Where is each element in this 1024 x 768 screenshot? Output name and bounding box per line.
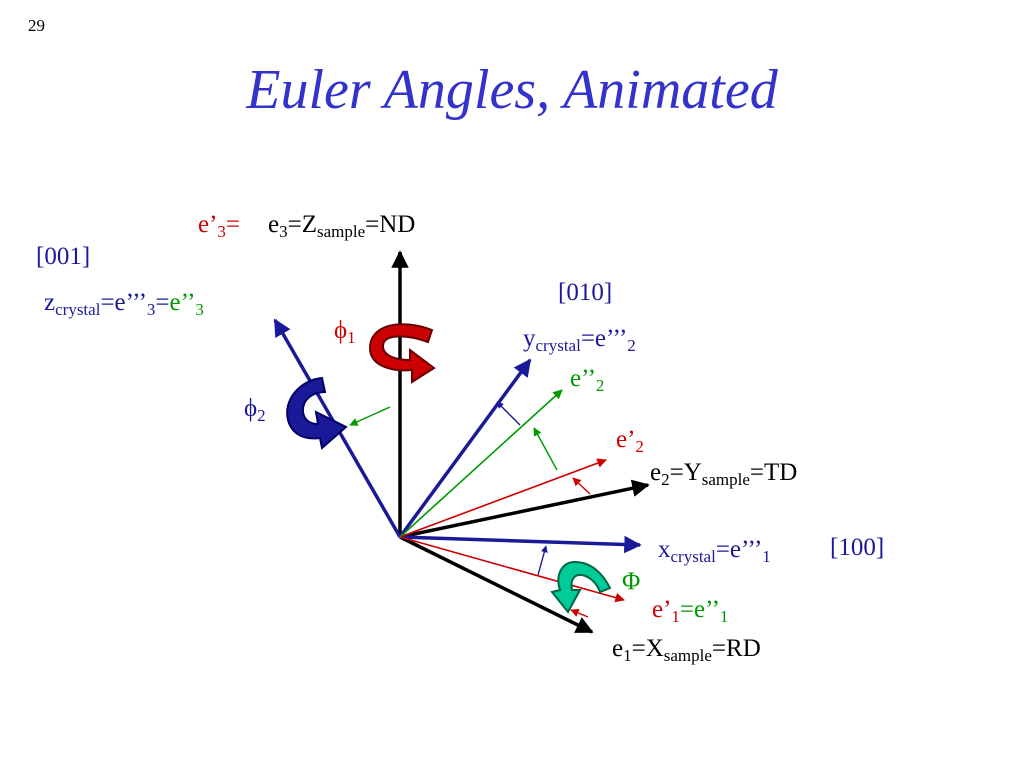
label-y-crystal: ycrystal=e’’’2: [523, 325, 636, 355]
indicator-e2dp: [533, 427, 558, 471]
label-e3-nd: e3=Zsample=ND: [268, 211, 416, 241]
label-phi2: ϕ2: [244, 395, 266, 425]
axis-e1-rd: [399, 535, 594, 634]
label-phi1: ϕ1: [334, 317, 356, 347]
indicator-x-crystal: [537, 545, 548, 576]
label-direction-001: [001]: [36, 243, 91, 270]
axis-e2-double-prime: [399, 389, 563, 538]
phi2-rotation-arrow-icon: [286, 376, 348, 450]
axis-e1-prime: [399, 536, 625, 603]
label-e1-prime: e’1=e’’1: [652, 596, 729, 626]
label-e2-td: e2=Ysample=TD: [650, 459, 798, 489]
axis-e2-prime: [399, 458, 607, 538]
phi1-rotation-arrow-icon: [368, 323, 436, 384]
label-x-crystal: xcrystal=e’’’1: [658, 536, 771, 566]
label-e1-rd: e1=Xsample=RD: [612, 635, 761, 665]
indicator-y-crystal: [496, 401, 521, 426]
Phi-rotation-arrow-icon: [550, 560, 612, 614]
label-z-crystal: zcrystal=e’’’3=e’’3: [44, 289, 204, 319]
indicator-e2prime-to-e2: [572, 477, 591, 495]
page-title: Euler Angles, Animated: [246, 59, 778, 121]
indicator-e1prime: [570, 608, 589, 618]
axis-e2-td: [399, 479, 650, 539]
axis-x-crystal: [399, 535, 642, 554]
axis-y-crystal: [398, 358, 532, 539]
label-e3-prime: e’3=: [198, 211, 241, 241]
label-e2-double-prime: e’’2: [570, 365, 605, 395]
label-e2-prime: e’2: [616, 426, 644, 456]
label-Phi: Φ: [622, 568, 641, 595]
indicator-z-crystal: [349, 406, 391, 426]
label-direction-010: [010]: [558, 279, 613, 306]
slide-number: 29: [28, 16, 45, 35]
label-direction-100: [100]: [830, 534, 885, 561]
